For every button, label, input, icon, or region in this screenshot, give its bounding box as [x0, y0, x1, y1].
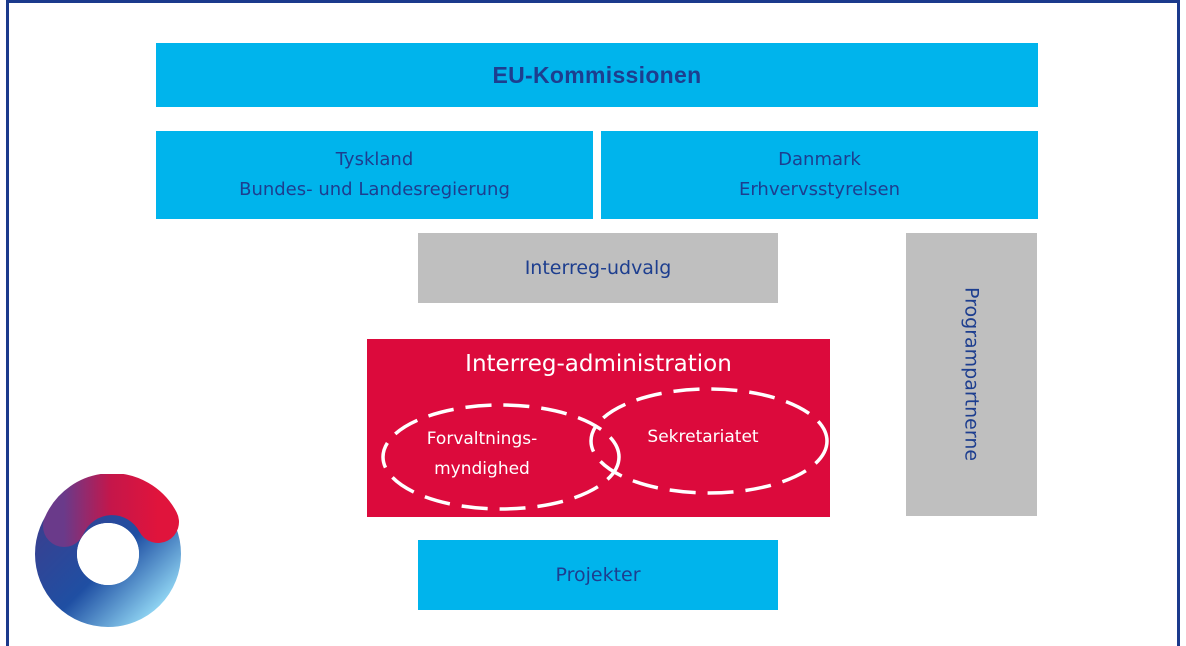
program-partners-box: Programpartnerne	[906, 233, 1037, 516]
eu-commission-box: EU-Kommissionen	[156, 43, 1038, 107]
interreg-committee-label: Interreg-udvalg	[524, 257, 672, 279]
projects-label: Projekter	[555, 564, 641, 586]
secretariat-label: Sekretariatet	[647, 427, 759, 447]
interreg-ring-logo	[35, 474, 181, 627]
interreg-administration-box: Interreg-administration Forvaltnings- my…	[367, 339, 830, 517]
program-partners-label: Programpartnerne	[960, 287, 983, 462]
interreg-administration-title: Interreg-administration	[465, 351, 732, 377]
denmark-authority-label: Erhvervsstyrelsen	[738, 179, 901, 200]
germany-authority-label: Bundes- und Landesregierung	[239, 179, 510, 200]
denmark-country-label: Danmark	[778, 149, 861, 170]
interreg-committee-box: Interreg-udvalg	[418, 233, 778, 303]
germany-country-label: Tyskland	[335, 149, 414, 170]
managing-authority-ellipse	[381, 403, 621, 511]
denmark-box: Danmark Erhvervsstyrelsen	[601, 131, 1038, 219]
managing-authority-label: Forvaltnings- myndighed	[407, 424, 557, 484]
managing-authority-line1: Forvaltnings-	[426, 429, 538, 449]
eu-commission-label: EU-Kommissionen	[492, 61, 702, 88]
managing-authority-line2: myndighed	[434, 459, 530, 479]
overlap-ellipses	[381, 387, 829, 511]
secretariat-ellipse	[589, 387, 829, 495]
germany-box: Tyskland Bundes- und Landesregierung	[156, 131, 593, 219]
projects-box: Projekter	[418, 540, 778, 610]
